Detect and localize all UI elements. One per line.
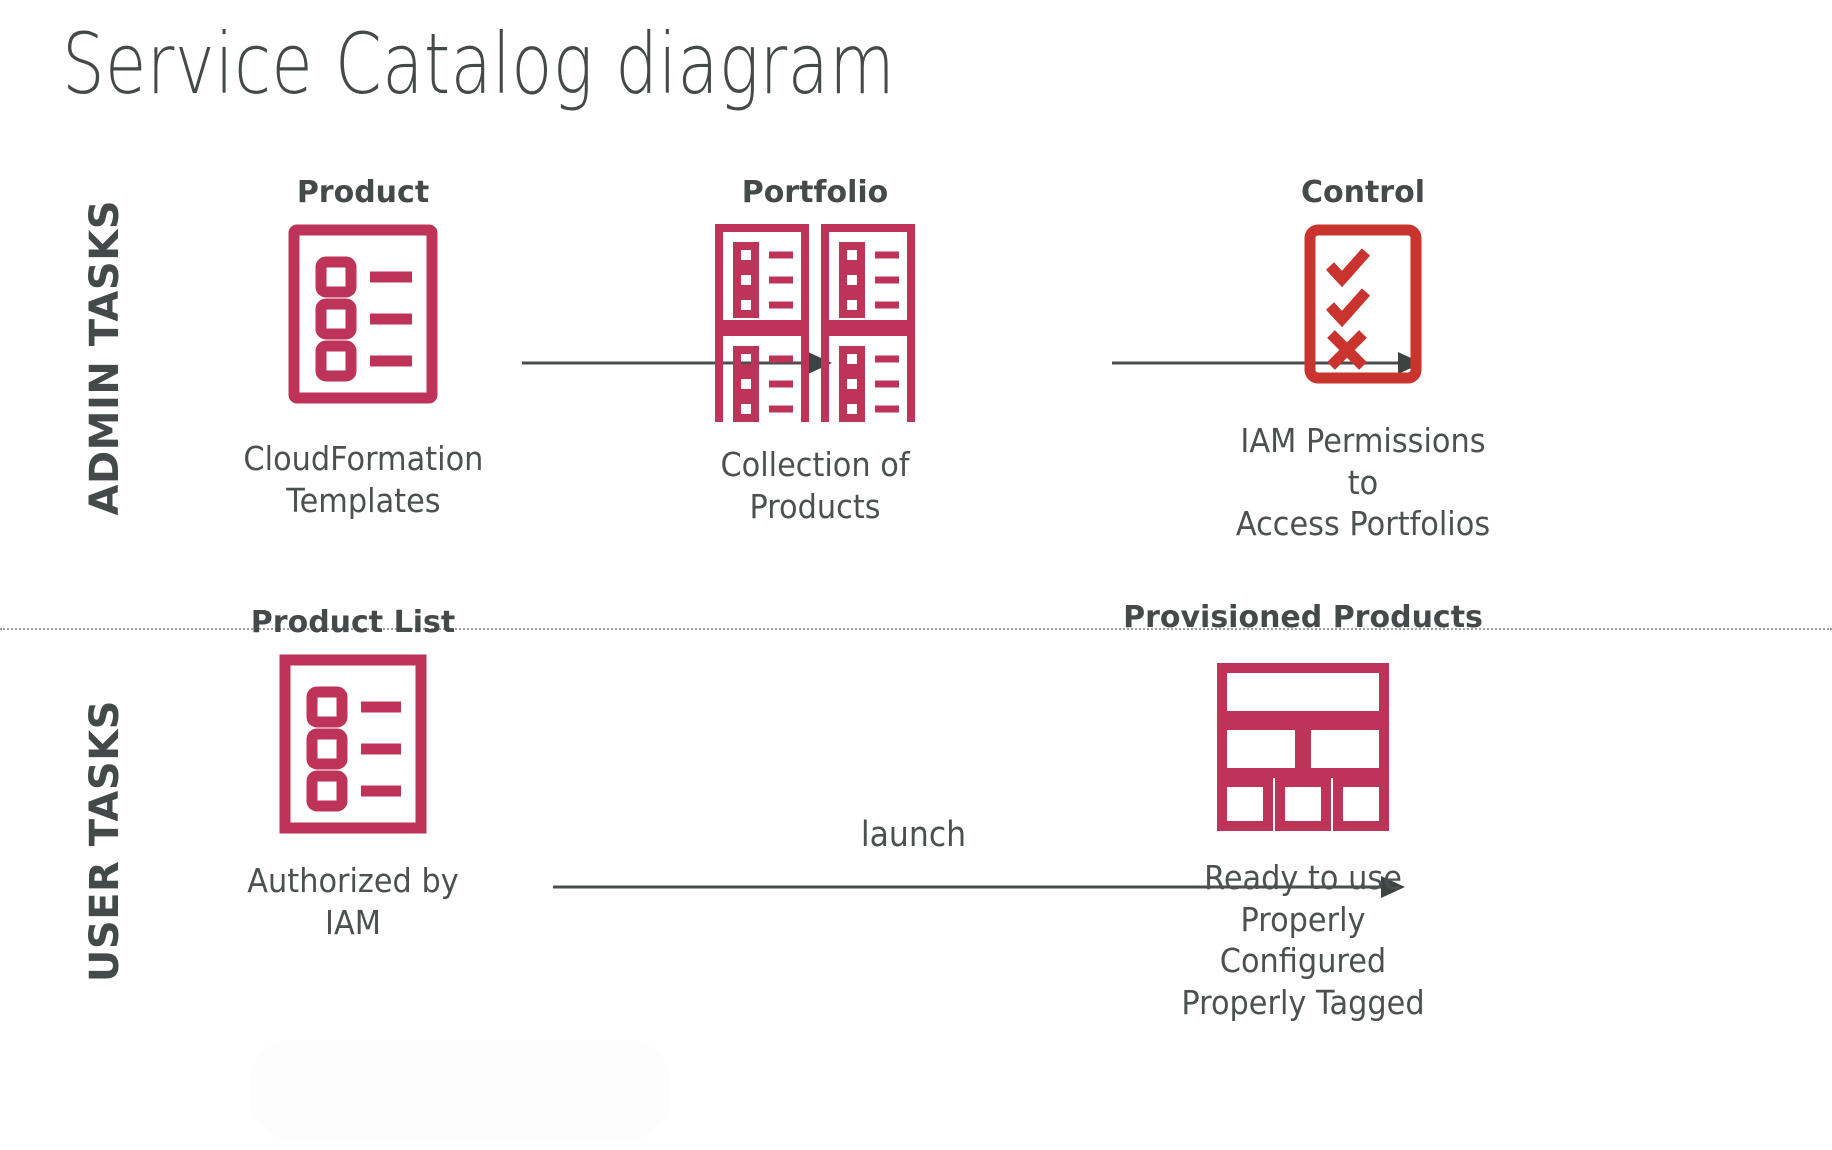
arrow-launch	[553, 872, 1406, 907]
node-control-heading: Control	[1300, 175, 1425, 210]
node-product-heading: Product	[296, 175, 430, 210]
checklist-grid-icon	[715, 224, 915, 422]
node-product[interactable]: Product CloudFormation Templates	[238, 175, 488, 521]
node-portfolio-heading: Portfolio	[741, 175, 889, 210]
checklist-document-icon	[279, 654, 427, 834]
section-label-user-tasks: USER TASKS	[82, 700, 128, 983]
node-portfolio-caption: Collection of Products	[720, 445, 910, 526]
node-provisioned-products-caption: Ready to use Properly Configured Properl…	[1181, 858, 1425, 1022]
section-label-admin-tasks: ADMIN TASKS	[82, 200, 128, 516]
node-product-list[interactable]: Product List Authorized by IAM	[228, 605, 478, 943]
node-portfolio[interactable]: Portfolio	[660, 175, 970, 527]
node-provisioned-products-heading: Provisioned Products	[1123, 600, 1483, 635]
checklist-document-icon	[288, 224, 438, 404]
arrow-product-to-portfolio	[522, 348, 834, 383]
arrow-portfolio-to-control	[1112, 348, 1424, 383]
checkmarks-cross-document-icon	[1304, 224, 1422, 384]
watermark	[250, 1040, 670, 1140]
arrow-label-launch: launch	[860, 815, 967, 855]
stacked-blocks-icon	[1217, 663, 1389, 831]
node-product-caption: CloudFormation Templates	[243, 439, 483, 520]
node-provisioned-products[interactable]: Provisioned Products Ready to use Proper…	[1123, 600, 1483, 1023]
section-divider	[0, 628, 1832, 630]
node-product-list-heading: Product List	[250, 605, 456, 640]
page-title: Service Catalog diagram	[62, 15, 896, 113]
node-product-list-caption: Authorized by IAM	[247, 861, 459, 942]
node-control-caption: IAM Permissions to Access Portfolios	[1235, 421, 1491, 544]
node-control[interactable]: Control IAM Permissions to Access Portfo…	[1218, 175, 1508, 545]
